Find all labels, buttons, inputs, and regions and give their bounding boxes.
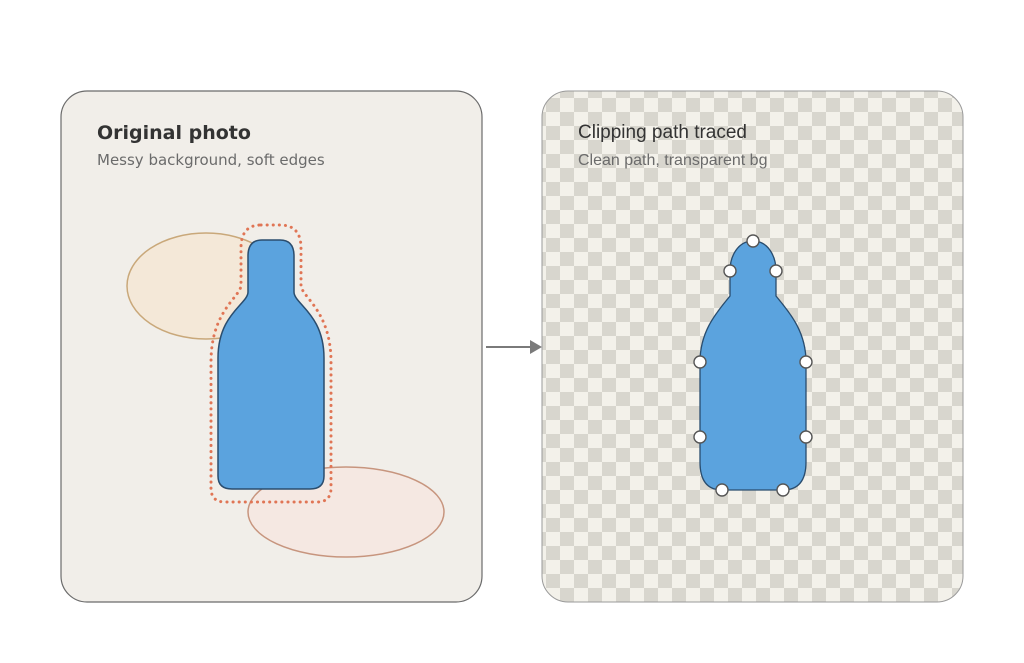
anchor-point-icon[interactable] xyxy=(769,264,783,278)
anchor-point-icon[interactable] xyxy=(693,355,707,369)
anchor-point-icon[interactable] xyxy=(723,264,737,278)
original-panel-subtitle: Messy background, soft edges xyxy=(97,151,325,169)
clipping-panel-border xyxy=(541,90,964,603)
bottle-clipped-subject xyxy=(699,240,807,491)
anchor-point-icon[interactable] xyxy=(799,355,813,369)
clipping-panel-subtitle: Clean path, transparent bg xyxy=(578,152,767,169)
bottle-subject-original xyxy=(217,239,325,490)
original-photo-panel: Original photo Messy background, soft ed… xyxy=(60,90,483,603)
anchor-point-icon[interactable] xyxy=(776,483,790,497)
soft-edge-dotted-outline xyxy=(209,223,333,504)
anchor-point-icon[interactable] xyxy=(746,234,760,248)
arrow-right-icon xyxy=(486,340,542,354)
clipping-path-panel: Clipping path traced Clean path, transpa… xyxy=(541,90,964,603)
anchor-point-icon[interactable] xyxy=(799,430,813,444)
anchor-point-icon[interactable] xyxy=(715,483,729,497)
anchor-point-icon[interactable] xyxy=(693,430,707,444)
original-panel-title: Original photo xyxy=(97,122,251,144)
anchor-points xyxy=(693,234,813,497)
clipping-panel-title: Clipping path traced xyxy=(578,122,747,143)
